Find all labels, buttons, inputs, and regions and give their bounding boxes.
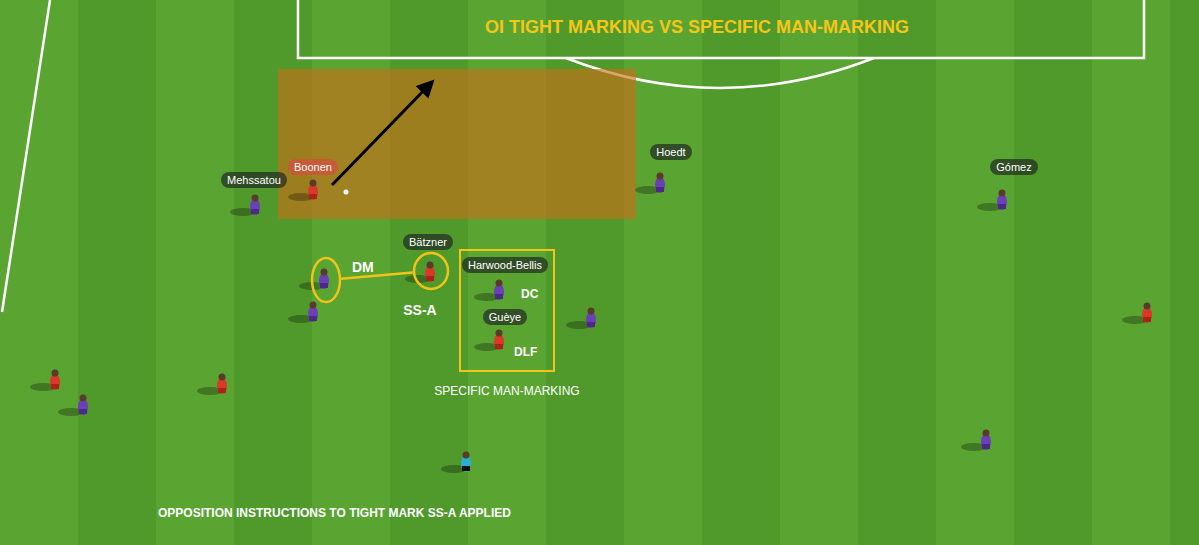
player-shorts — [495, 344, 503, 349]
player-name: Mehssatou — [227, 173, 281, 187]
player-name-tag: Guèye — [483, 309, 527, 325]
player-shorts — [998, 204, 1006, 209]
player-head — [427, 262, 434, 269]
player-shorts — [426, 276, 434, 281]
player-head — [219, 374, 226, 381]
player-name: Harwood-Bellis — [468, 258, 542, 272]
player-head — [52, 370, 59, 377]
player-shorts — [320, 283, 328, 288]
player-name: Bätzner — [409, 235, 447, 249]
player-head — [321, 269, 328, 276]
man-marking-box: DCDLFSPECIFIC MAN-MARKINGHarwood-BellisG… — [459, 249, 555, 372]
player-name-tag: Harwood-Bellis — [462, 257, 548, 273]
circle-outline — [412, 251, 450, 291]
player-shorts — [656, 187, 664, 192]
player-head — [463, 452, 470, 459]
annotation-text: SPECIFIC MAN-MARKING — [434, 384, 579, 398]
note-label: OPPOSITION INSTRUCTIONS TO TIGHT MARK SS… — [158, 506, 511, 520]
player-head — [657, 173, 664, 180]
annotation-text: SS-A — [403, 302, 436, 318]
circle-ring — [312, 258, 340, 302]
player-head — [310, 302, 317, 309]
marking-circle: SS-A — [412, 251, 450, 291]
marking-circle: DM — [310, 256, 342, 304]
player-name: Guèye — [489, 310, 521, 324]
player-shorts — [1143, 317, 1151, 322]
annotation-text: DLF — [514, 345, 537, 359]
player-shorts — [982, 444, 990, 449]
ball — [344, 190, 349, 195]
player-name-tag: Mehssatou — [221, 172, 287, 188]
run-arrow — [332, 82, 432, 185]
player-shorts — [495, 294, 503, 299]
player-name: Boonen — [294, 160, 332, 174]
player-name-tag: Hoedt — [650, 144, 691, 160]
player-name-tag: Bätzner — [403, 234, 453, 250]
diagram-title: OI TIGHT MARKING VS SPECIFIC MAN-MARKING — [485, 17, 909, 38]
circle-outline — [310, 256, 342, 304]
player-head — [983, 430, 990, 437]
circle-ring — [414, 253, 448, 289]
penalty-box-line — [298, 0, 1144, 58]
players — [30, 173, 1152, 474]
annotation-text: DC — [521, 287, 538, 301]
touch-line — [2, 0, 50, 312]
player-head — [496, 330, 503, 337]
player-shorts — [51, 384, 59, 389]
player-shorts — [79, 409, 87, 414]
player-shorts — [587, 322, 595, 327]
space-zone — [278, 69, 636, 219]
player-shorts — [251, 209, 259, 214]
annotation-text: DM — [352, 259, 374, 275]
player-name-tag: Gómez — [990, 159, 1037, 175]
player-head — [310, 180, 317, 187]
player-name: Gómez — [996, 160, 1031, 174]
player-shorts — [218, 388, 226, 393]
player-name-tag: Boonen — [288, 159, 338, 175]
player-head — [1144, 303, 1151, 310]
player-head — [80, 395, 87, 402]
player-head — [252, 195, 259, 202]
player-name: Hoedt — [656, 145, 685, 159]
player-shorts — [462, 466, 470, 471]
player-shorts — [309, 316, 317, 321]
player-head — [588, 308, 595, 315]
player-head — [496, 280, 503, 287]
player-shorts — [309, 194, 317, 199]
player-head — [999, 190, 1006, 197]
marking-link — [341, 273, 413, 279]
